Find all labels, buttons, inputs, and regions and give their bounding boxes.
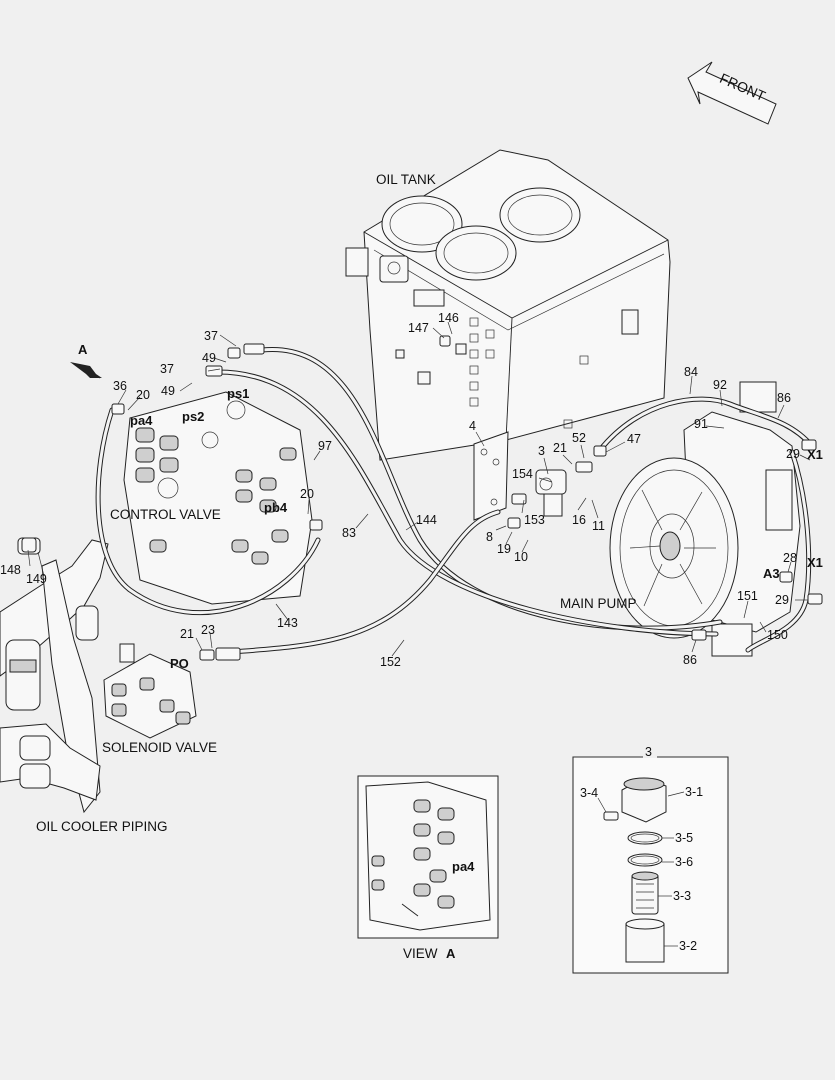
- callout-83: 83: [342, 526, 356, 540]
- port-pb4: pb4: [264, 500, 288, 515]
- callout-152: 152: [380, 655, 401, 669]
- callout-49a: 49: [202, 351, 216, 365]
- view-a-caption-letter: A: [446, 946, 456, 961]
- callout-20a: 20: [136, 388, 150, 402]
- callout-147: 147: [408, 321, 429, 335]
- callout-29a: 29: [786, 447, 800, 461]
- callout-154: 154: [512, 467, 533, 481]
- callout-150: 150: [767, 628, 788, 642]
- oil-cooler-piping-caption: OIL COOLER PIPING: [36, 819, 168, 834]
- view-a-inset: pa4 VIEW A: [357, 775, 499, 961]
- callout-20b: 20: [300, 487, 314, 501]
- callout-21a: 21: [553, 441, 567, 455]
- oil-cooler-piping: OIL COOLER PIPING: [0, 537, 168, 834]
- oil-tank-caption: OIL TANK: [376, 172, 436, 187]
- callout-19: 19: [497, 542, 511, 556]
- callout-37b: 37: [160, 362, 174, 376]
- callout-8: 8: [486, 530, 493, 544]
- inset-3-4: 3-4: [580, 786, 598, 800]
- hoses: [95, 347, 815, 655]
- callout-36: 36: [113, 379, 127, 393]
- leader-lines: [27, 321, 811, 657]
- callout-52: 52: [572, 431, 586, 445]
- callout-4: 4: [469, 419, 476, 433]
- fittings: [21, 335, 823, 661]
- callout-21b: 21: [180, 627, 194, 641]
- view-a-pa4: pa4: [452, 859, 475, 874]
- callout-153: 153: [524, 513, 545, 527]
- solenoid-valve: SOLENOID VALVE: [102, 643, 217, 755]
- callout-11: 11: [592, 519, 605, 533]
- callout-16: 16: [572, 513, 586, 527]
- callout-23: 23: [201, 623, 215, 637]
- main-pump-caption: MAIN PUMP: [560, 596, 637, 611]
- callout-148: 148: [0, 563, 21, 577]
- inset-3-6: 3-6: [675, 855, 693, 869]
- callout-97: 97: [318, 439, 332, 453]
- view-a-marker: A: [78, 342, 88, 357]
- callout-146: 146: [438, 311, 459, 325]
- callout-28: 28: [783, 551, 797, 565]
- port-ps1: ps1: [227, 386, 249, 401]
- callout-84: 84: [684, 365, 698, 379]
- port-x1-bottom: X1: [807, 555, 823, 570]
- callout-143: 143: [277, 616, 298, 630]
- inset-3-2: 3-2: [679, 939, 697, 953]
- callout-29b: 29: [775, 593, 789, 607]
- callout-47: 47: [627, 432, 641, 446]
- callout-86b: 86: [683, 653, 697, 667]
- main-pump: MAIN PUMP: [560, 381, 801, 657]
- callout-144: 144: [416, 513, 437, 527]
- callout-49b: 49: [161, 384, 175, 398]
- callout-37a: 37: [204, 329, 218, 343]
- item-3-inset: 3 3-1 3-4 3-5 3-6 3-3 3-2: [572, 744, 729, 974]
- port-ps2: ps2: [182, 409, 204, 424]
- callout-86a: 86: [777, 391, 791, 405]
- callout-151: 151: [737, 589, 758, 603]
- control-valve-caption: CONTROL VALVE: [110, 507, 221, 522]
- solenoid-valve-caption: SOLENOID VALVE: [102, 740, 217, 755]
- inset-3-1: 3-1: [685, 785, 703, 799]
- callout-91: 91: [694, 417, 708, 431]
- inset-3-title: 3: [645, 745, 652, 759]
- port-labels: pa4 ps2 ps1 pb4 PO X1 X1 A3: [130, 386, 823, 671]
- callouts: 37 49 37 49 36 20 147 146 4 3 21 52 47 1…: [0, 311, 800, 669]
- port-a3: A3: [763, 566, 780, 581]
- port-x1-top: X1: [807, 447, 823, 462]
- view-a-arrow: A: [70, 342, 102, 379]
- oil-tank: OIL TANK: [345, 149, 671, 461]
- port-po: PO: [170, 656, 189, 671]
- control-valve: CONTROL VALVE: [110, 391, 313, 605]
- callout-3: 3: [538, 444, 545, 458]
- callout-10: 10: [514, 550, 528, 564]
- port-pa4: pa4: [130, 413, 153, 428]
- inset-3-3: 3-3: [673, 889, 691, 903]
- front-arrow: FRONT: [687, 61, 777, 125]
- callout-149: 149: [26, 572, 47, 586]
- inset-3-5: 3-5: [675, 831, 693, 845]
- view-a-caption-prefix: VIEW: [403, 946, 438, 961]
- callout-92: 92: [713, 378, 727, 392]
